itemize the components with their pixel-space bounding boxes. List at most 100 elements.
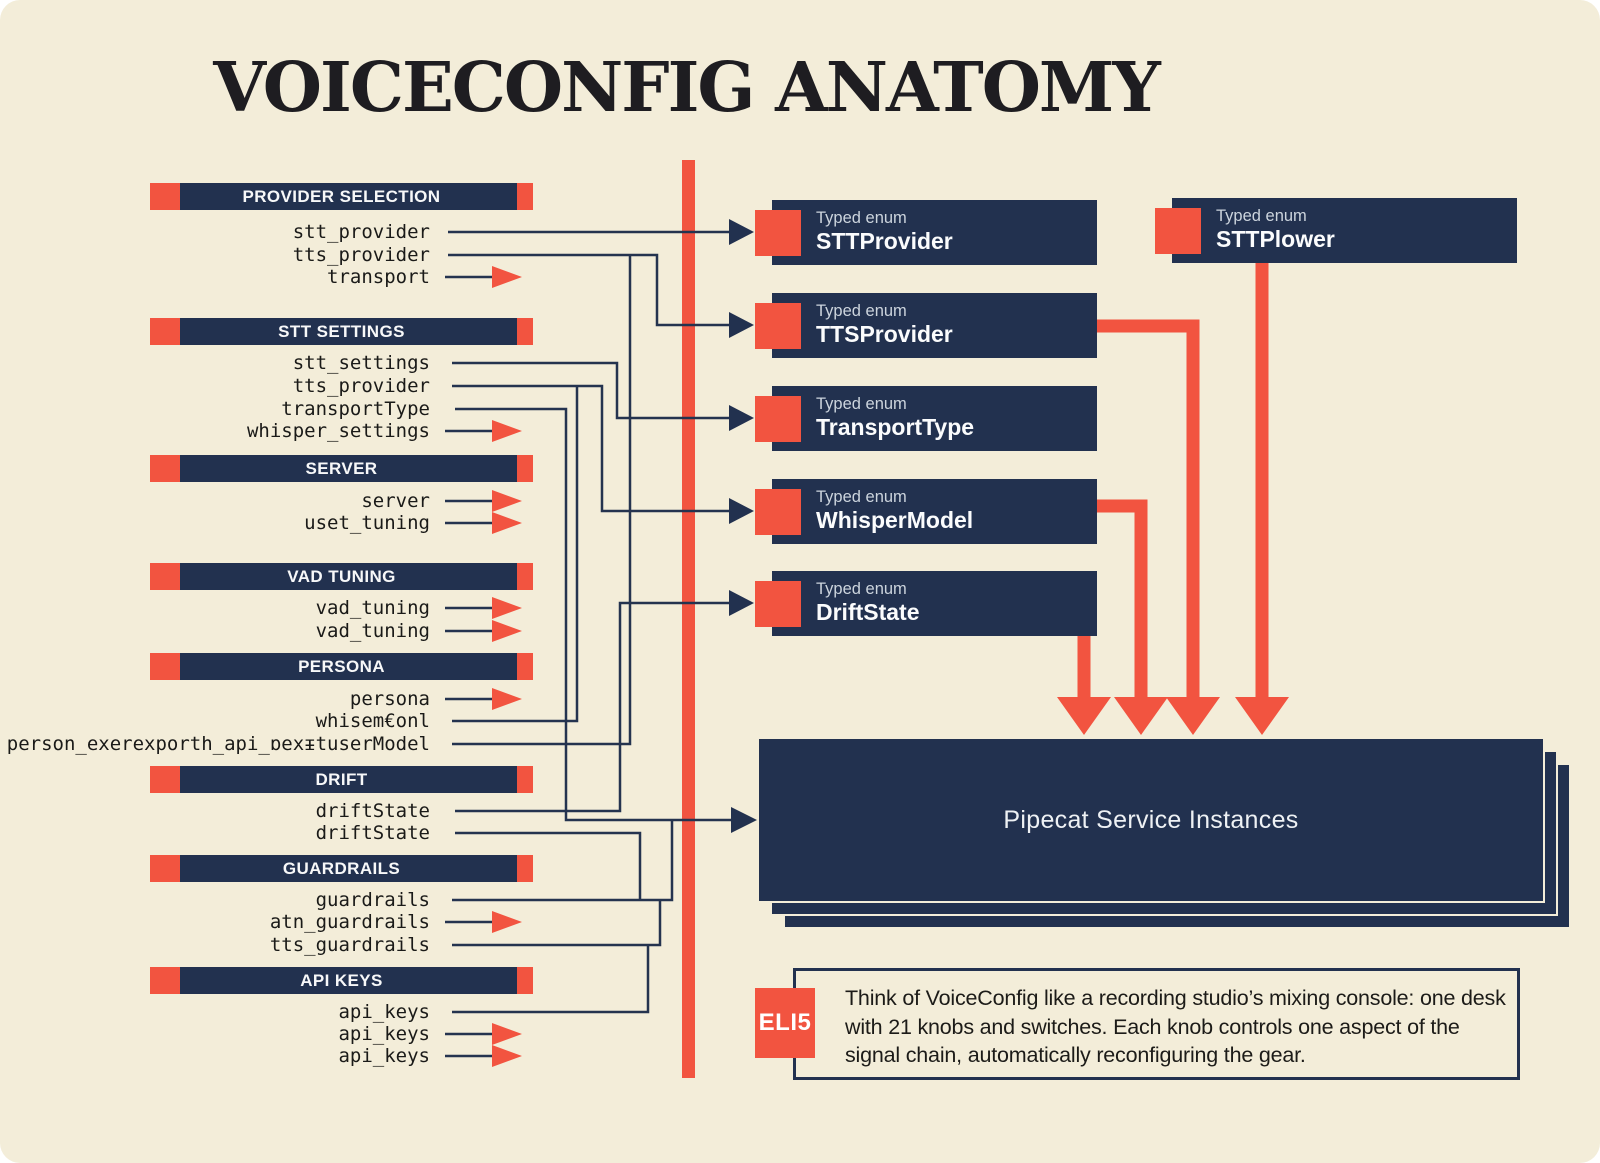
- section-label: STT SETTINGS: [278, 322, 405, 341]
- field-text: server: [361, 490, 430, 512]
- section-guardrails: GUARDRAILS: [150, 855, 533, 882]
- section-server: SERVER: [150, 455, 533, 482]
- page-title: VOICECONFIG ANATOMY: [213, 48, 1161, 128]
- red-square-icon: [755, 396, 801, 442]
- field-tts_provider: tts_provider: [293, 241, 430, 269]
- field-text: api_keys: [338, 1001, 430, 1023]
- red-square-icon: [755, 303, 801, 349]
- field-tts_guardrails: tts_guardrails: [270, 931, 430, 959]
- enum-kind: Typed enum: [816, 209, 907, 227]
- enum-name: WhisperModel: [816, 507, 974, 533]
- red-accent-right: [517, 766, 533, 793]
- red-accent-right: [517, 653, 533, 680]
- section-drift: DRIFT: [150, 766, 533, 793]
- red-connectors: [1077, 260, 1269, 697]
- field-api_keys-3: api_keys: [338, 1042, 430, 1070]
- field-vad_tuning: vad_tuning: [316, 594, 430, 622]
- field-text: tts_provider: [292, 375, 430, 397]
- red-accent-left: [150, 855, 180, 882]
- field-api_keys-1: api_keys: [338, 998, 430, 1026]
- section-persona: PERSONA: [150, 653, 533, 680]
- field-api_keys-2: api_keys: [338, 1020, 430, 1048]
- section-vad-tuning: VAD TUNING: [150, 563, 533, 590]
- red-accent-left: [150, 766, 180, 793]
- enum-name: STTPlower: [1216, 226, 1335, 252]
- section-label: PERSONA: [298, 657, 385, 676]
- red-accent-left: [150, 318, 180, 345]
- red-accent-left: [150, 183, 180, 210]
- field-person-usermodel: person_exerexporth_api_ɒexᵻtuserModel: [7, 730, 430, 758]
- service-box: Pipecat Service Instances: [757, 737, 1545, 903]
- field-text: person_exerexporth_api_ɒexᵻtuserModel: [6, 733, 430, 755]
- field-text: stt_settings: [292, 352, 430, 374]
- enum-name: TransportType: [816, 414, 975, 440]
- section-stt-settings: STT SETTINGS: [150, 318, 533, 345]
- field-guardrails: guardrails: [316, 886, 430, 914]
- field-text: persona: [349, 688, 430, 710]
- enum-name: DriftState: [816, 599, 920, 625]
- red-accent-right: [517, 855, 533, 882]
- field-driftState: driftState: [316, 797, 430, 825]
- section-label: DRIFT: [315, 770, 368, 789]
- red-accent-left: [150, 967, 180, 994]
- section-api-keys: API KEYS: [150, 967, 533, 994]
- field-text: atn_guardrails: [269, 911, 430, 933]
- field-text: tts_provider: [292, 244, 430, 266]
- enum-kind: Typed enum: [816, 302, 907, 320]
- field-text: api_keys: [338, 1023, 430, 1045]
- field-uset_tuning: uset_tuning: [304, 509, 430, 537]
- red-accent-right: [517, 318, 533, 345]
- red-down-arrowheads: [1057, 697, 1289, 735]
- field-stt_settings: stt_settings: [293, 349, 430, 377]
- center-divider-bar: [682, 160, 695, 1078]
- red-accent-left: [150, 653, 180, 680]
- field-text: vad_tuning: [315, 597, 430, 619]
- eli5-badge: ELI5: [755, 988, 815, 1058]
- enum-box-ttsprovider: Typed enum TTSProvider: [755, 293, 1097, 358]
- field-transport: transport: [327, 263, 430, 291]
- field-text: uset_tuning: [304, 512, 430, 534]
- field-tts_provider-2: tts_provider: [293, 372, 430, 400]
- field-persona: persona: [350, 685, 430, 713]
- enum-box-driftstate: Typed enum DriftState: [755, 571, 1097, 636]
- section-label: GUARDRAILS: [282, 859, 401, 878]
- field-text: driftState: [315, 822, 430, 844]
- field-text: guardrails: [315, 889, 430, 911]
- field-transportType: transportType: [281, 395, 430, 423]
- field-text: whisper_settings: [246, 420, 430, 442]
- enum-kind: Typed enum: [816, 580, 907, 598]
- field-atn_guardrails: atn_guardrails: [270, 908, 430, 936]
- section-label: SERVER: [305, 459, 378, 478]
- field-stt_provider: stt_provider: [293, 218, 430, 246]
- red-square-icon: [1155, 208, 1201, 254]
- enum-kind: Typed enum: [816, 395, 907, 413]
- field-text: transport: [327, 266, 430, 288]
- red-accent-right: [517, 967, 533, 994]
- field-text: tts_guardrails: [269, 934, 430, 956]
- field-text: api_keys: [338, 1045, 430, 1067]
- field-text: whisem€onl: [315, 710, 430, 732]
- field-server: server: [361, 487, 430, 515]
- field-text: transportType: [281, 398, 430, 420]
- enum-name: TTSProvider: [816, 321, 953, 347]
- service-box-label: Pipecat Service Instances: [1003, 805, 1299, 834]
- enum-box-sttprovider: Typed enum STTProvider: [755, 200, 1097, 265]
- red-accent-left: [150, 455, 180, 482]
- section-label: PROVIDER SELECTION: [242, 187, 441, 206]
- section-provider-selection: PROVIDER SELECTION: [150, 183, 533, 210]
- section-label: VAD TUNING: [287, 567, 396, 586]
- red-square-icon: [755, 210, 801, 256]
- field-text: driftState: [315, 800, 430, 822]
- eli5-text: Think of VoiceConfig like a recording st…: [845, 986, 1506, 1067]
- red-accent-right: [517, 563, 533, 590]
- enum-name: STTProvider: [816, 228, 953, 254]
- red-square-icon: [755, 581, 801, 627]
- navy-right-arrowheads: [729, 219, 757, 833]
- field-driftState-2: driftState: [316, 819, 430, 847]
- field-whisemonl: whisem€onl: [316, 707, 430, 735]
- red-accent-right: [517, 183, 533, 210]
- section-label: API KEYS: [300, 971, 383, 990]
- red-accent-right: [517, 455, 533, 482]
- red-accent-left: [150, 563, 180, 590]
